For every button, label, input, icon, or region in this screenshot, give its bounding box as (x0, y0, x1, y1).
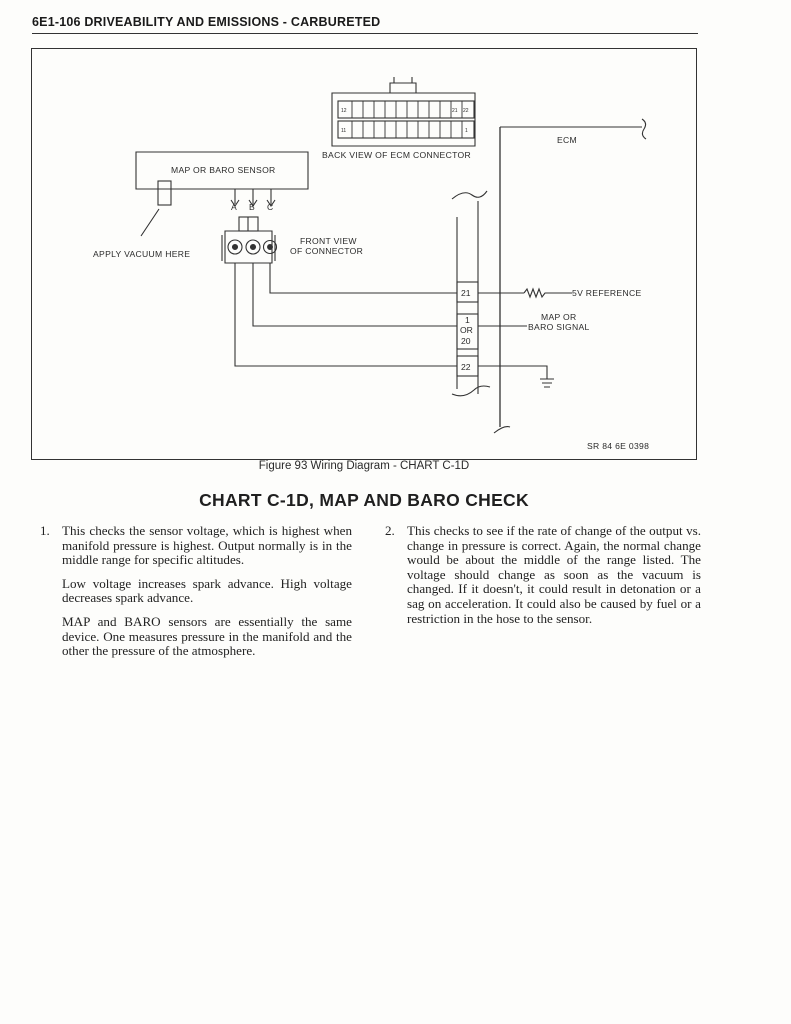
terminal-21-label: 21 (461, 288, 471, 298)
pin-c-label: C (267, 202, 274, 212)
paragraph: This checks to see if the rate of change… (407, 523, 701, 626)
right-column: 2. This checks to see if the rate of cha… (385, 523, 701, 635)
reference-code: SR 84 6E 0398 (587, 441, 649, 451)
back-view-label: BACK VIEW OF ECM CONNECTOR (322, 150, 471, 160)
ground-symbol (540, 378, 554, 388)
wire-ground (234, 263, 457, 367)
paragraph: MAP and BARO sensors are essentially the… (62, 613, 352, 659)
wiring-diagram-drawing: 12 21 22 11 1 BACK VIEW OF ECM CONNECTOR… (93, 77, 649, 451)
list-item-1: 1. This checks the sensor voltage, which… (40, 523, 352, 668)
connector-pin-1: 1 (465, 128, 468, 134)
wiring-diagram: 12 21 22 11 1 BACK VIEW OF ECM CONNECTOR… (31, 48, 697, 460)
left-column: 1. This checks the sensor voltage, which… (40, 523, 352, 668)
chart-title: CHART C-1D, MAP AND BARO CHECK (199, 490, 529, 510)
connector-pin-12: 12 (341, 108, 347, 114)
item-number: 2. (385, 523, 395, 538)
pin-a-label: A (231, 202, 237, 212)
page-header: 6E1-106 DRIVEABILITY AND EMISSIONS - CAR… (32, 15, 698, 34)
terminal-or-label: OR (460, 325, 473, 335)
terminal-21-box (456, 281, 479, 303)
map-signal-label-line2: BARO SIGNAL (528, 322, 590, 332)
apply-vacuum-label: APPLY VACUUM HERE (93, 249, 190, 259)
map-signal-label-line1: MAP OR (541, 312, 577, 322)
terminal-1-label: 1 (465, 315, 470, 325)
wire-map-signal (252, 263, 457, 327)
connector-pin-22: 22 (463, 108, 469, 114)
terminal-22-label: 22 (461, 362, 471, 372)
front-view-label-line1: FRONT VIEW (300, 236, 357, 246)
ref-5v-label: 5V REFERENCE (572, 288, 642, 298)
item-number: 1. (40, 523, 50, 538)
terminal-20-label: 20 (461, 336, 471, 346)
resistor-symbol (523, 287, 572, 299)
paragraph: Low voltage increases spark advance. Hig… (62, 575, 352, 606)
ecm-connector-body (331, 92, 476, 147)
sensor-label: MAP OR BARO SENSOR (171, 165, 276, 175)
list-item-2: 2. This checks to see if the rate of cha… (385, 523, 701, 635)
front-view-label-line2: OF CONNECTOR (290, 246, 363, 256)
connector-pin-21: 21 (452, 108, 458, 114)
sensor-body (135, 151, 309, 190)
wire-5v-reference (269, 263, 457, 294)
paragraph: This checks the sensor voltage, which is… (62, 523, 352, 568)
terminal-1-20-box (456, 313, 479, 350)
pin-b-label: B (249, 202, 255, 212)
ecm-label: ECM (557, 135, 577, 145)
figure-caption: Figure 93 Wiring Diagram - CHART C-1D (258, 460, 470, 472)
connector-pin-11: 11 (341, 128, 346, 134)
